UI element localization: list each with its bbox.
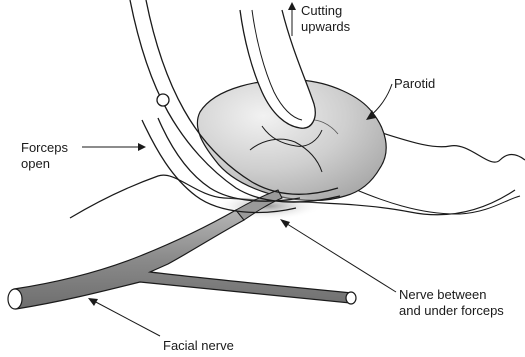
- label-forceps-line1: Forceps: [21, 140, 68, 156]
- nerve-between-leader: [284, 222, 396, 292]
- label-cutting-upwards: Cutting upwards: [301, 3, 350, 35]
- label-nerve-between: Nerve between and under forceps: [399, 287, 504, 319]
- tissue-edge-outline: [372, 130, 525, 162]
- parotid-leader: [370, 84, 392, 116]
- cutting-arrowhead: [288, 2, 296, 10]
- label-cutting-line1: Cutting: [301, 3, 350, 19]
- facial-nerve-cut-end: [8, 289, 22, 309]
- label-facial-nerve-text: Facial nerve: [163, 338, 234, 354]
- label-facial-nerve: Facial nerve: [163, 338, 234, 354]
- facial-nerve-leader: [92, 300, 160, 336]
- label-forceps-open: Forceps open: [21, 140, 68, 172]
- label-nerve-between-line2: and under forceps: [399, 303, 504, 319]
- forceps-hinge-hole: [157, 94, 169, 106]
- label-forceps-line2: open: [21, 156, 68, 172]
- label-parotid-text: Parotid: [394, 76, 435, 92]
- label-parotid: Parotid: [394, 76, 435, 92]
- label-nerve-between-line1: Nerve between: [399, 287, 504, 303]
- nerve-branch-end: [346, 292, 356, 304]
- forceps-arrowhead: [138, 143, 146, 151]
- facial-nerve-trunk: [14, 210, 352, 309]
- nerve-between-arrowhead: [280, 219, 290, 228]
- label-cutting-line2: upwards: [301, 19, 350, 35]
